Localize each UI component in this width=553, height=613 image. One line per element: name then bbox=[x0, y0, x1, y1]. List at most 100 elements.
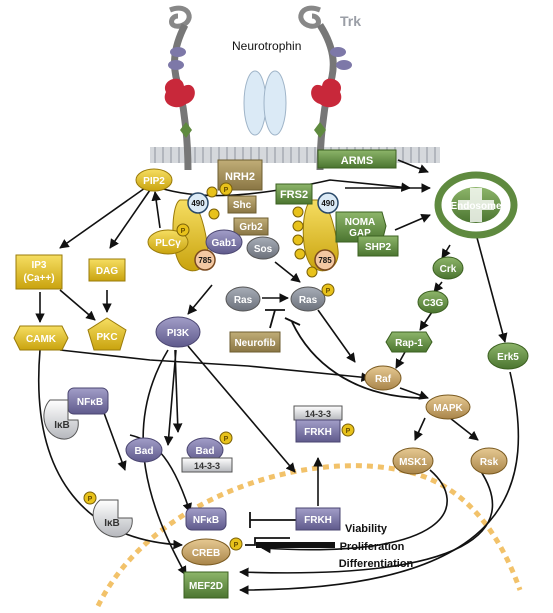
bad-label-bound: Bad bbox=[196, 446, 215, 457]
rap1-label: Rap-1 bbox=[395, 338, 423, 349]
pip2-node bbox=[135, 168, 173, 192]
svg-text:P: P bbox=[181, 228, 186, 235]
neurotrophin-label: Neurotrophin bbox=[232, 39, 301, 53]
plcg-node bbox=[147, 229, 189, 255]
shc-label: Shc bbox=[233, 200, 252, 211]
creb-node bbox=[181, 538, 231, 566]
mapk-label: MAPK bbox=[433, 403, 463, 414]
pi3k-label: PI3K bbox=[167, 328, 190, 339]
nfkb-label-nucleus: NFκB bbox=[193, 515, 219, 526]
svg-text:P: P bbox=[326, 288, 331, 295]
endosome-label: Endosome bbox=[450, 201, 502, 212]
msk1-node bbox=[392, 447, 434, 475]
nrh2-label: NRH2 bbox=[225, 171, 255, 183]
bad-node-free bbox=[125, 437, 163, 463]
svg-text:P: P bbox=[234, 542, 239, 549]
site-785-left bbox=[194, 249, 216, 271]
frkh-label-nucleus: FRKH bbox=[304, 515, 332, 526]
camk-box bbox=[13, 325, 69, 351]
camk-label: CAMK bbox=[26, 334, 57, 345]
pip2-label: PIP2 bbox=[143, 176, 165, 187]
ras-node-1 bbox=[225, 286, 261, 312]
trk-receptor-left bbox=[164, 5, 195, 171]
frs2-box bbox=[275, 183, 313, 205]
trk-receptor-right bbox=[298, 5, 352, 171]
protein-1433-b bbox=[293, 405, 343, 421]
dag-label: DAG bbox=[96, 266, 118, 277]
mef2d-label: MEF2D bbox=[189, 581, 223, 592]
ikb-shape-cytoplasm bbox=[43, 399, 79, 440]
arrows bbox=[35, 159, 520, 595]
outcome-proliferation: Proliferation bbox=[340, 541, 405, 553]
crk-node bbox=[432, 256, 464, 280]
plcg-label: PLCγ bbox=[155, 238, 181, 249]
erk5-node bbox=[487, 342, 529, 370]
svg-text:P: P bbox=[346, 428, 351, 435]
ip3-box bbox=[15, 254, 63, 290]
ikb-label-cytoplasm: IκB bbox=[54, 420, 70, 431]
frkh-label-cytoplasm: FRKH bbox=[304, 427, 332, 438]
site-490-left bbox=[187, 192, 209, 214]
neurofib-label: Neurofib bbox=[234, 338, 275, 349]
site-785-right bbox=[314, 249, 336, 271]
outcome-viability: Viability bbox=[345, 523, 388, 535]
protein-1433-a bbox=[181, 457, 233, 473]
bad-label-free: Bad bbox=[135, 446, 154, 457]
raf-label: Raf bbox=[375, 374, 392, 385]
rsk-node bbox=[470, 447, 508, 475]
msk1-label: MSK1 bbox=[399, 457, 427, 468]
rsk-label: Rsk bbox=[480, 457, 499, 468]
grb2-box bbox=[233, 217, 269, 236]
neurotrophin-ligand-b bbox=[263, 70, 287, 136]
ras-label-1: Ras bbox=[234, 295, 253, 306]
arms-box bbox=[317, 149, 397, 169]
nfkb-box-nucleus bbox=[185, 507, 227, 531]
svg-text:P: P bbox=[224, 436, 229, 443]
shp2-label: SHP2 bbox=[365, 242, 392, 253]
noma-gap-box bbox=[335, 211, 387, 243]
svg-text:P: P bbox=[88, 496, 93, 503]
frkh-box-cytoplasm bbox=[295, 419, 341, 443]
shc-box bbox=[227, 195, 257, 214]
site-490-left-label: 490 bbox=[191, 199, 205, 208]
phospho-badges bbox=[83, 182, 355, 551]
gab1-node bbox=[205, 229, 243, 255]
inhibit-lines bbox=[245, 309, 421, 546]
sos-node bbox=[246, 236, 280, 260]
grb2-label: Grb2 bbox=[239, 222, 263, 233]
sos-label: Sos bbox=[254, 244, 273, 255]
rap1-box bbox=[385, 331, 433, 353]
endosome bbox=[434, 171, 518, 239]
creb-label: CREB bbox=[192, 548, 220, 559]
site-490-right-label: 490 bbox=[321, 199, 335, 208]
site-785-right-label: 785 bbox=[318, 256, 332, 265]
raf-node bbox=[364, 365, 402, 391]
outcome-differentiation: Differentiation bbox=[339, 558, 414, 570]
receptor-phospho-sites bbox=[206, 186, 318, 278]
phospho-labels: P P P P P P P bbox=[88, 187, 351, 549]
pi3k-node bbox=[155, 316, 201, 348]
ras-node-2 bbox=[290, 286, 326, 312]
site-490-right bbox=[317, 192, 339, 214]
crk-label: Crk bbox=[440, 264, 457, 275]
nucleus-envelope bbox=[95, 463, 523, 608]
arms-label: ARMS bbox=[341, 155, 373, 167]
c3g-node bbox=[417, 290, 449, 314]
nfkb-label-cytoplasm: NFκB bbox=[77, 397, 103, 408]
site-785-left-label: 785 bbox=[198, 256, 212, 265]
protein-1433-b-label: 14-3-3 bbox=[305, 409, 331, 419]
pkc-label: PKC bbox=[96, 332, 117, 343]
ras-label-2: Ras bbox=[299, 295, 318, 306]
pkc-box bbox=[87, 317, 127, 351]
ip3-label-line1: IP3 bbox=[31, 260, 46, 271]
shp2-box bbox=[357, 235, 399, 257]
svg-text:P: P bbox=[224, 187, 229, 194]
ikb-shape-free bbox=[92, 499, 133, 538]
c3g-label: C3G bbox=[423, 298, 444, 309]
dag-box bbox=[88, 258, 126, 282]
trk-label: Trk bbox=[340, 13, 361, 29]
frs2-label: FRS2 bbox=[280, 189, 308, 201]
